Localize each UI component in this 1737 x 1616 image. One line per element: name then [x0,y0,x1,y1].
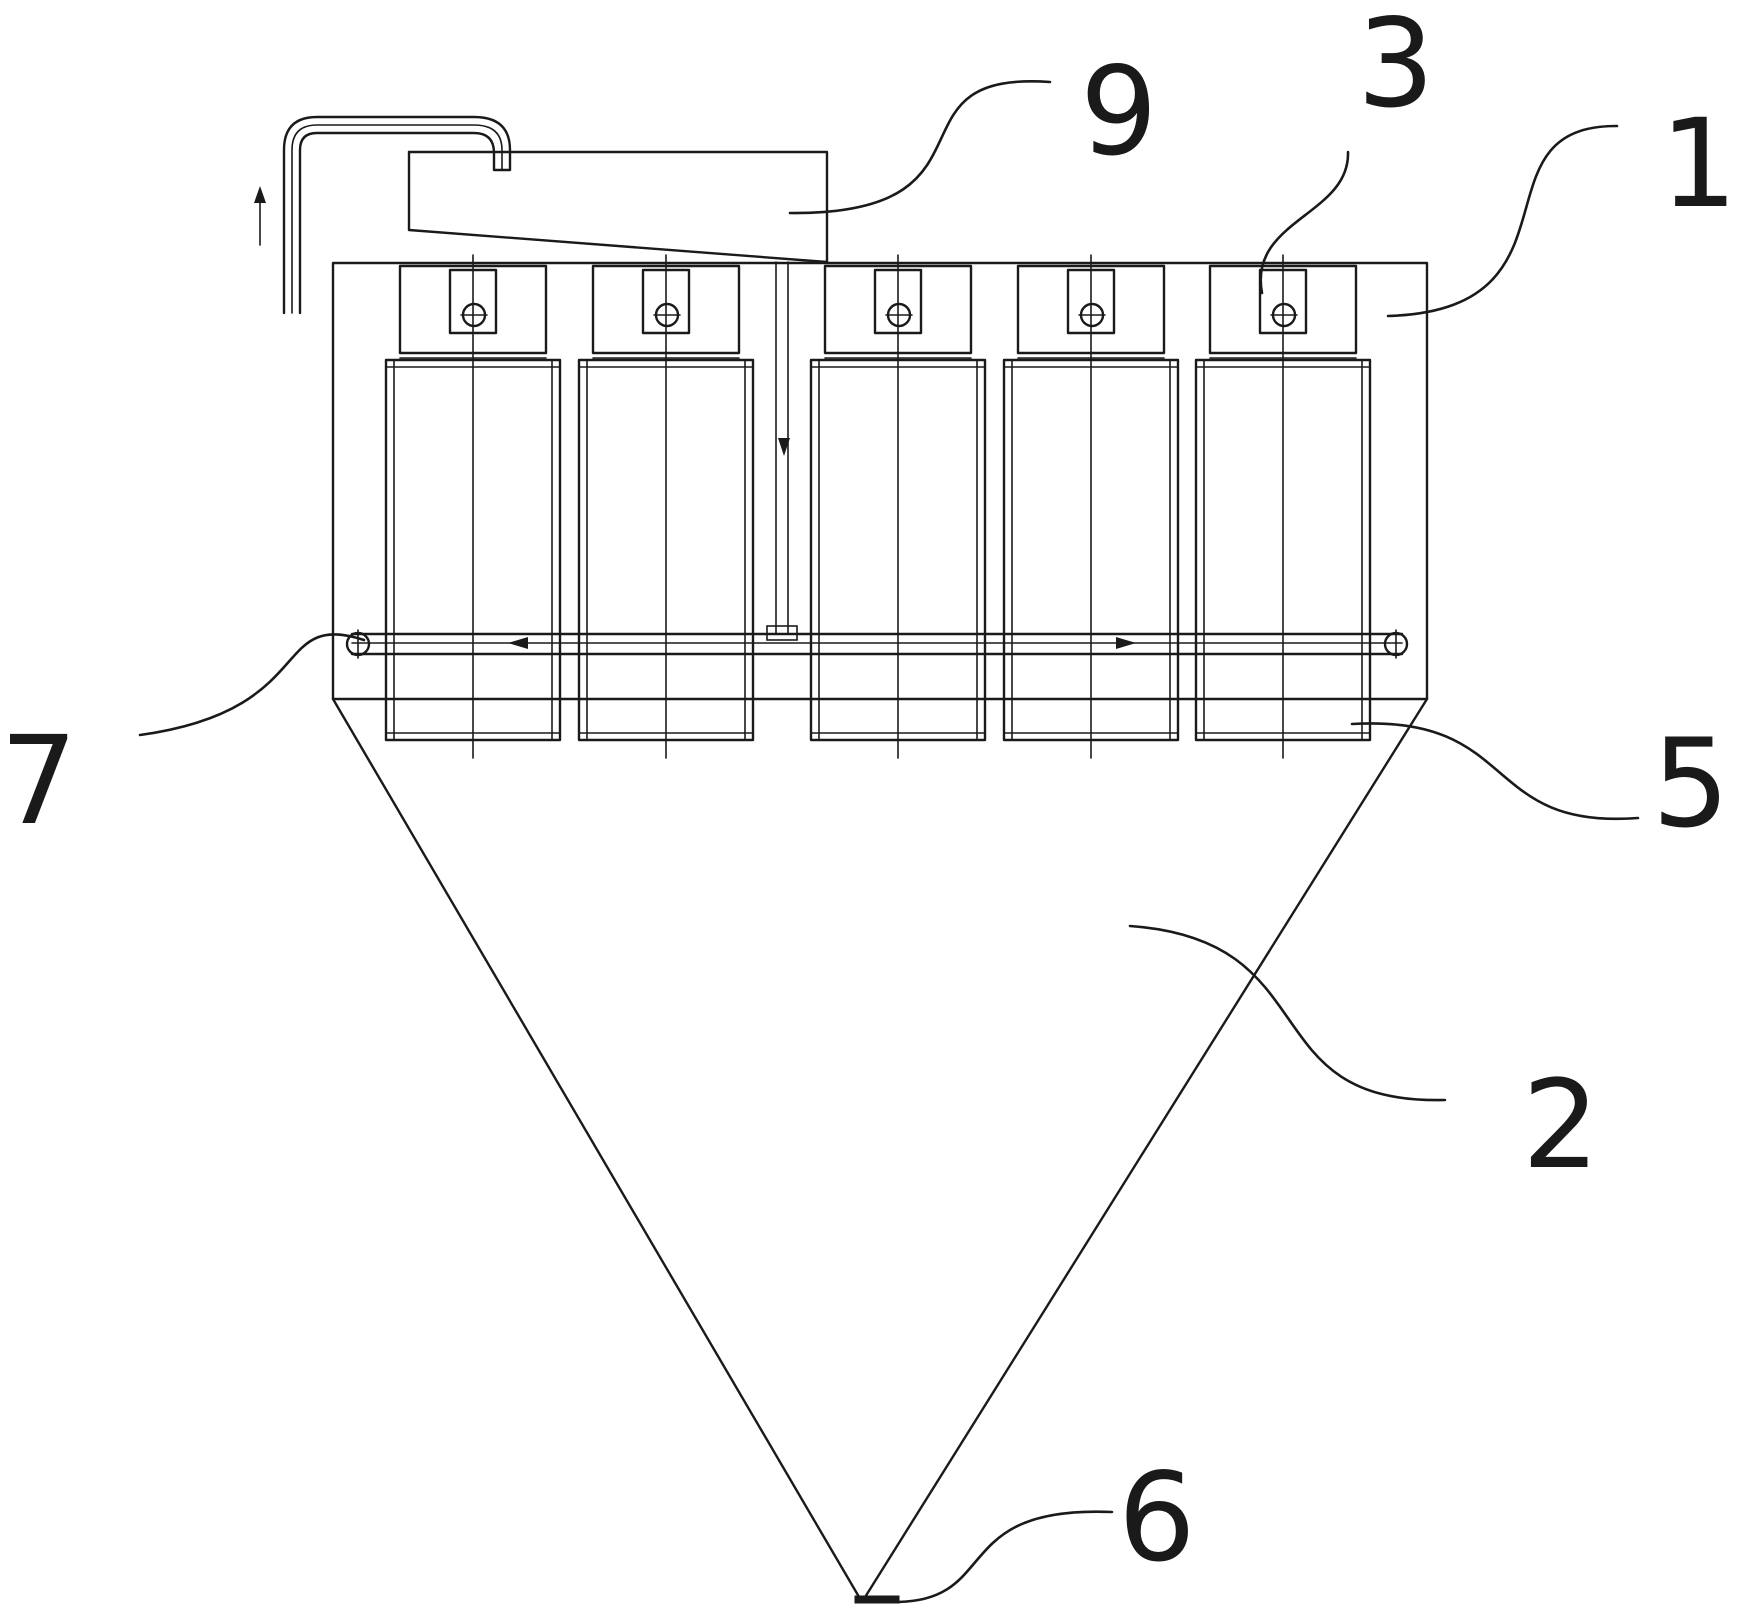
outlet-pipe [282,115,512,315]
leader-1 [1386,124,1619,318]
leader-3 [1259,150,1350,295]
hopper-cone [331,697,1429,1604]
blowpipe-arrow-down-icon [778,438,790,456]
leader-5 [1350,722,1640,821]
filter-bag-group [384,254,1372,759]
label-6: 6 [1118,1447,1196,1589]
leader-7 [138,633,366,737]
label-3: 3 [1357,0,1435,135]
label-5: 5 [1652,713,1730,855]
outlet-pipe-inner [291,124,503,314]
leader-9 [788,79,1052,215]
inlet-box [407,150,829,264]
inlet-box-left [407,150,829,264]
leader-6 [896,1510,1114,1604]
label-9: 9 [1080,41,1158,183]
outlet-arrow-up-icon [254,186,266,203]
discharge-outlet [854,1595,900,1604]
label-2: 2 [1522,1054,1600,1196]
leader-2 [1128,924,1447,1102]
manifold-arrow-left-icon [508,637,528,649]
label-7: 7 [0,710,78,852]
manifold-arrow-right-icon [1116,637,1136,649]
label-1: 1 [1660,93,1737,235]
housing-box [331,261,1429,701]
